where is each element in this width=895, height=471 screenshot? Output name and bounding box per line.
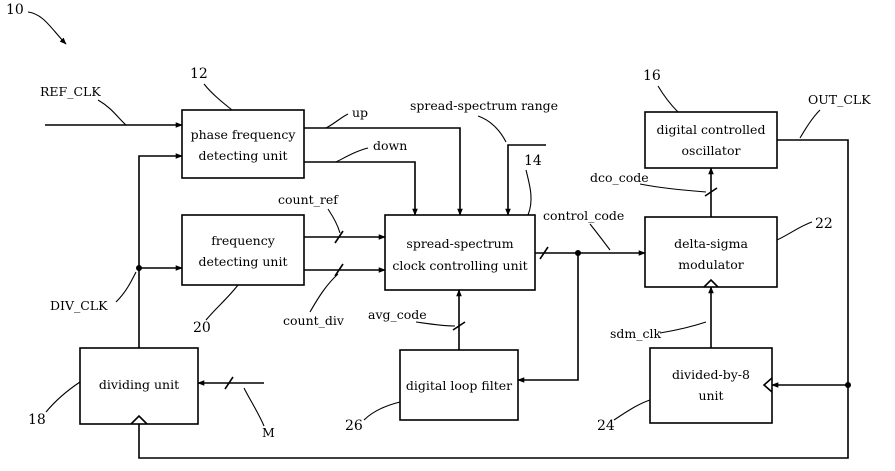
figure-ref-number: 10 (6, 2, 24, 18)
out-clk-wire (138, 139, 849, 459)
dco-code-label: dco_code (590, 170, 649, 185)
figure-ref-arrow (27, 11, 67, 45)
fd-ref-number: 20 (193, 320, 211, 336)
control-code-to-filter-wire (517, 253, 579, 383)
frequency-detecting-unit: frequency detecting unit (181, 214, 305, 286)
div8-clock-input-symbol (762, 377, 773, 393)
m-label: M (262, 425, 275, 440)
svg-text:unit: unit (698, 388, 723, 403)
dsm-ref-number: 22 (815, 216, 833, 232)
ref-clk-label: REF_CLK (40, 84, 101, 99)
svg-text:digital controlled: digital controlled (657, 122, 766, 137)
dlf-ref-number: 26 (345, 418, 363, 434)
dividing-clock-input-symbol (130, 414, 148, 425)
svg-text:frequency: frequency (211, 233, 276, 248)
svg-text:delta-sigma: delta-sigma (674, 236, 748, 251)
dividing-unit: dividing unit (79, 347, 199, 425)
sscc-ref-number: 14 (524, 153, 542, 169)
dco-ref-number: 16 (643, 68, 661, 84)
up-wire (304, 127, 463, 216)
svg-text:modulator: modulator (678, 257, 743, 272)
sdm-clk-label: sdm_clk (610, 326, 662, 341)
delta-sigma-modulator: delta-sigma modulator (644, 216, 778, 288)
div-clk-junction (136, 265, 142, 271)
digital-controlled-oscillator: digital controlled oscillator (644, 111, 778, 169)
avg-code-label: avg_code (368, 307, 427, 322)
digital-loop-filter: digital loop filter (399, 349, 519, 421)
control-code-label: control_code (543, 208, 624, 223)
svg-text:detecting unit: detecting unit (199, 148, 288, 163)
pfd-ref-number: 12 (190, 66, 208, 82)
phase-frequency-detecting-unit: phase frequency detecting unit (181, 109, 305, 179)
divided-by-8-unit: divided-by-8 unit (649, 347, 773, 424)
svg-text:oscillator: oscillator (682, 143, 741, 158)
svg-text:divided-by-8: divided-by-8 (672, 367, 750, 382)
down-label: down (373, 138, 407, 153)
svg-text:spread-spectrum: spread-spectrum (406, 236, 513, 251)
svg-text:clock controlling unit: clock controlling unit (392, 258, 527, 273)
svg-text:dividing unit: dividing unit (99, 377, 179, 392)
spread-spectrum-range-wire (505, 144, 546, 216)
div-clk-to-pfd-wire (138, 153, 183, 348)
svg-text:digital loop filter: digital loop filter (406, 378, 512, 393)
down-wire (304, 161, 418, 216)
spread-spectrum-clock-controlling-unit: spread-spectrum clock controlling unit (384, 214, 536, 291)
dsm-clock-input-symbol (703, 278, 719, 288)
div8-ref-number: 24 (597, 418, 615, 434)
dividing-ref-number: 18 (28, 412, 46, 428)
svg-text:detecting unit: detecting unit (199, 254, 288, 269)
div-clk-label: DIV_CLK (50, 298, 108, 313)
up-label: up (352, 105, 368, 120)
count-ref-label: count_ref (278, 192, 339, 207)
spread-spectrum-range-label: spread-spectrum range (410, 98, 558, 113)
svg-text:phase frequency: phase frequency (191, 127, 297, 142)
count-div-label: count_div (283, 313, 345, 328)
out-clk-junction (845, 382, 851, 388)
out-clk-label: OUT_CLK (808, 92, 871, 107)
